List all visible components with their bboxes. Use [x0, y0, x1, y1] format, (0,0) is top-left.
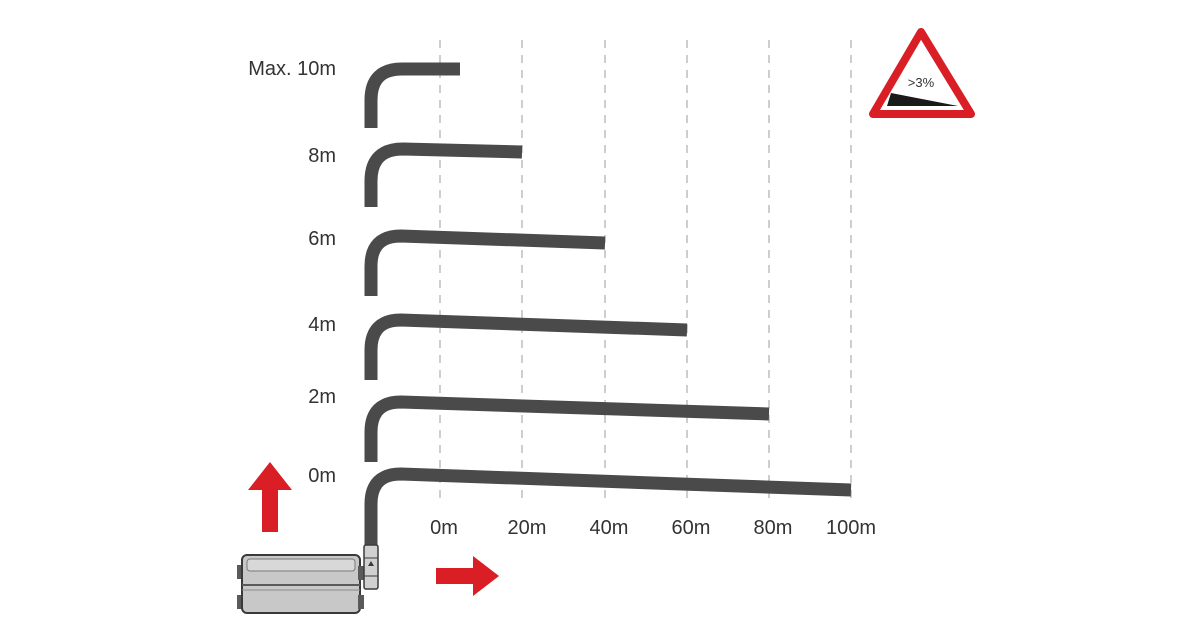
height-label-2m: 2m: [308, 386, 336, 408]
pump-outlet: [363, 544, 379, 590]
height-label-6m: 6m: [308, 228, 336, 250]
pipe-2m: [364, 395, 770, 462]
distance-labels: 0m 20m 40m 60m 80m 100m: [430, 517, 876, 539]
slope-sign-text: >3%: [908, 75, 935, 90]
pipe-6m: [364, 229, 606, 296]
slope-warning-sign-icon: >3%: [869, 28, 975, 118]
pipe-0m: [364, 467, 852, 545]
distance-label-40m: 40m: [590, 517, 629, 539]
pump-unit-icon: [237, 544, 379, 614]
height-label-8m: 8m: [308, 145, 336, 167]
red-arrow-right-icon: [436, 556, 499, 596]
height-label-0m: 0m: [308, 465, 336, 487]
pipes: [364, 62, 852, 545]
height-label-max-10m: Max. 10m: [248, 58, 336, 80]
distance-label-80m: 80m: [754, 517, 793, 539]
distance-label-60m: 60m: [672, 517, 711, 539]
slope-fill: [887, 93, 958, 106]
pipe-4m: [364, 313, 688, 380]
height-labels: Max. 10m 8m 6m 4m 2m 0m: [248, 58, 336, 487]
gridlines: [439, 40, 852, 505]
distance-label-20m: 20m: [508, 517, 547, 539]
distance-label-100m: 100m: [826, 517, 876, 539]
pipe-max-10m: [364, 62, 460, 128]
height-label-4m: 4m: [308, 314, 336, 336]
distance-label-0m: 0m: [430, 517, 458, 539]
pipe-8m: [364, 142, 523, 207]
red-arrow-up-icon: [248, 462, 292, 532]
